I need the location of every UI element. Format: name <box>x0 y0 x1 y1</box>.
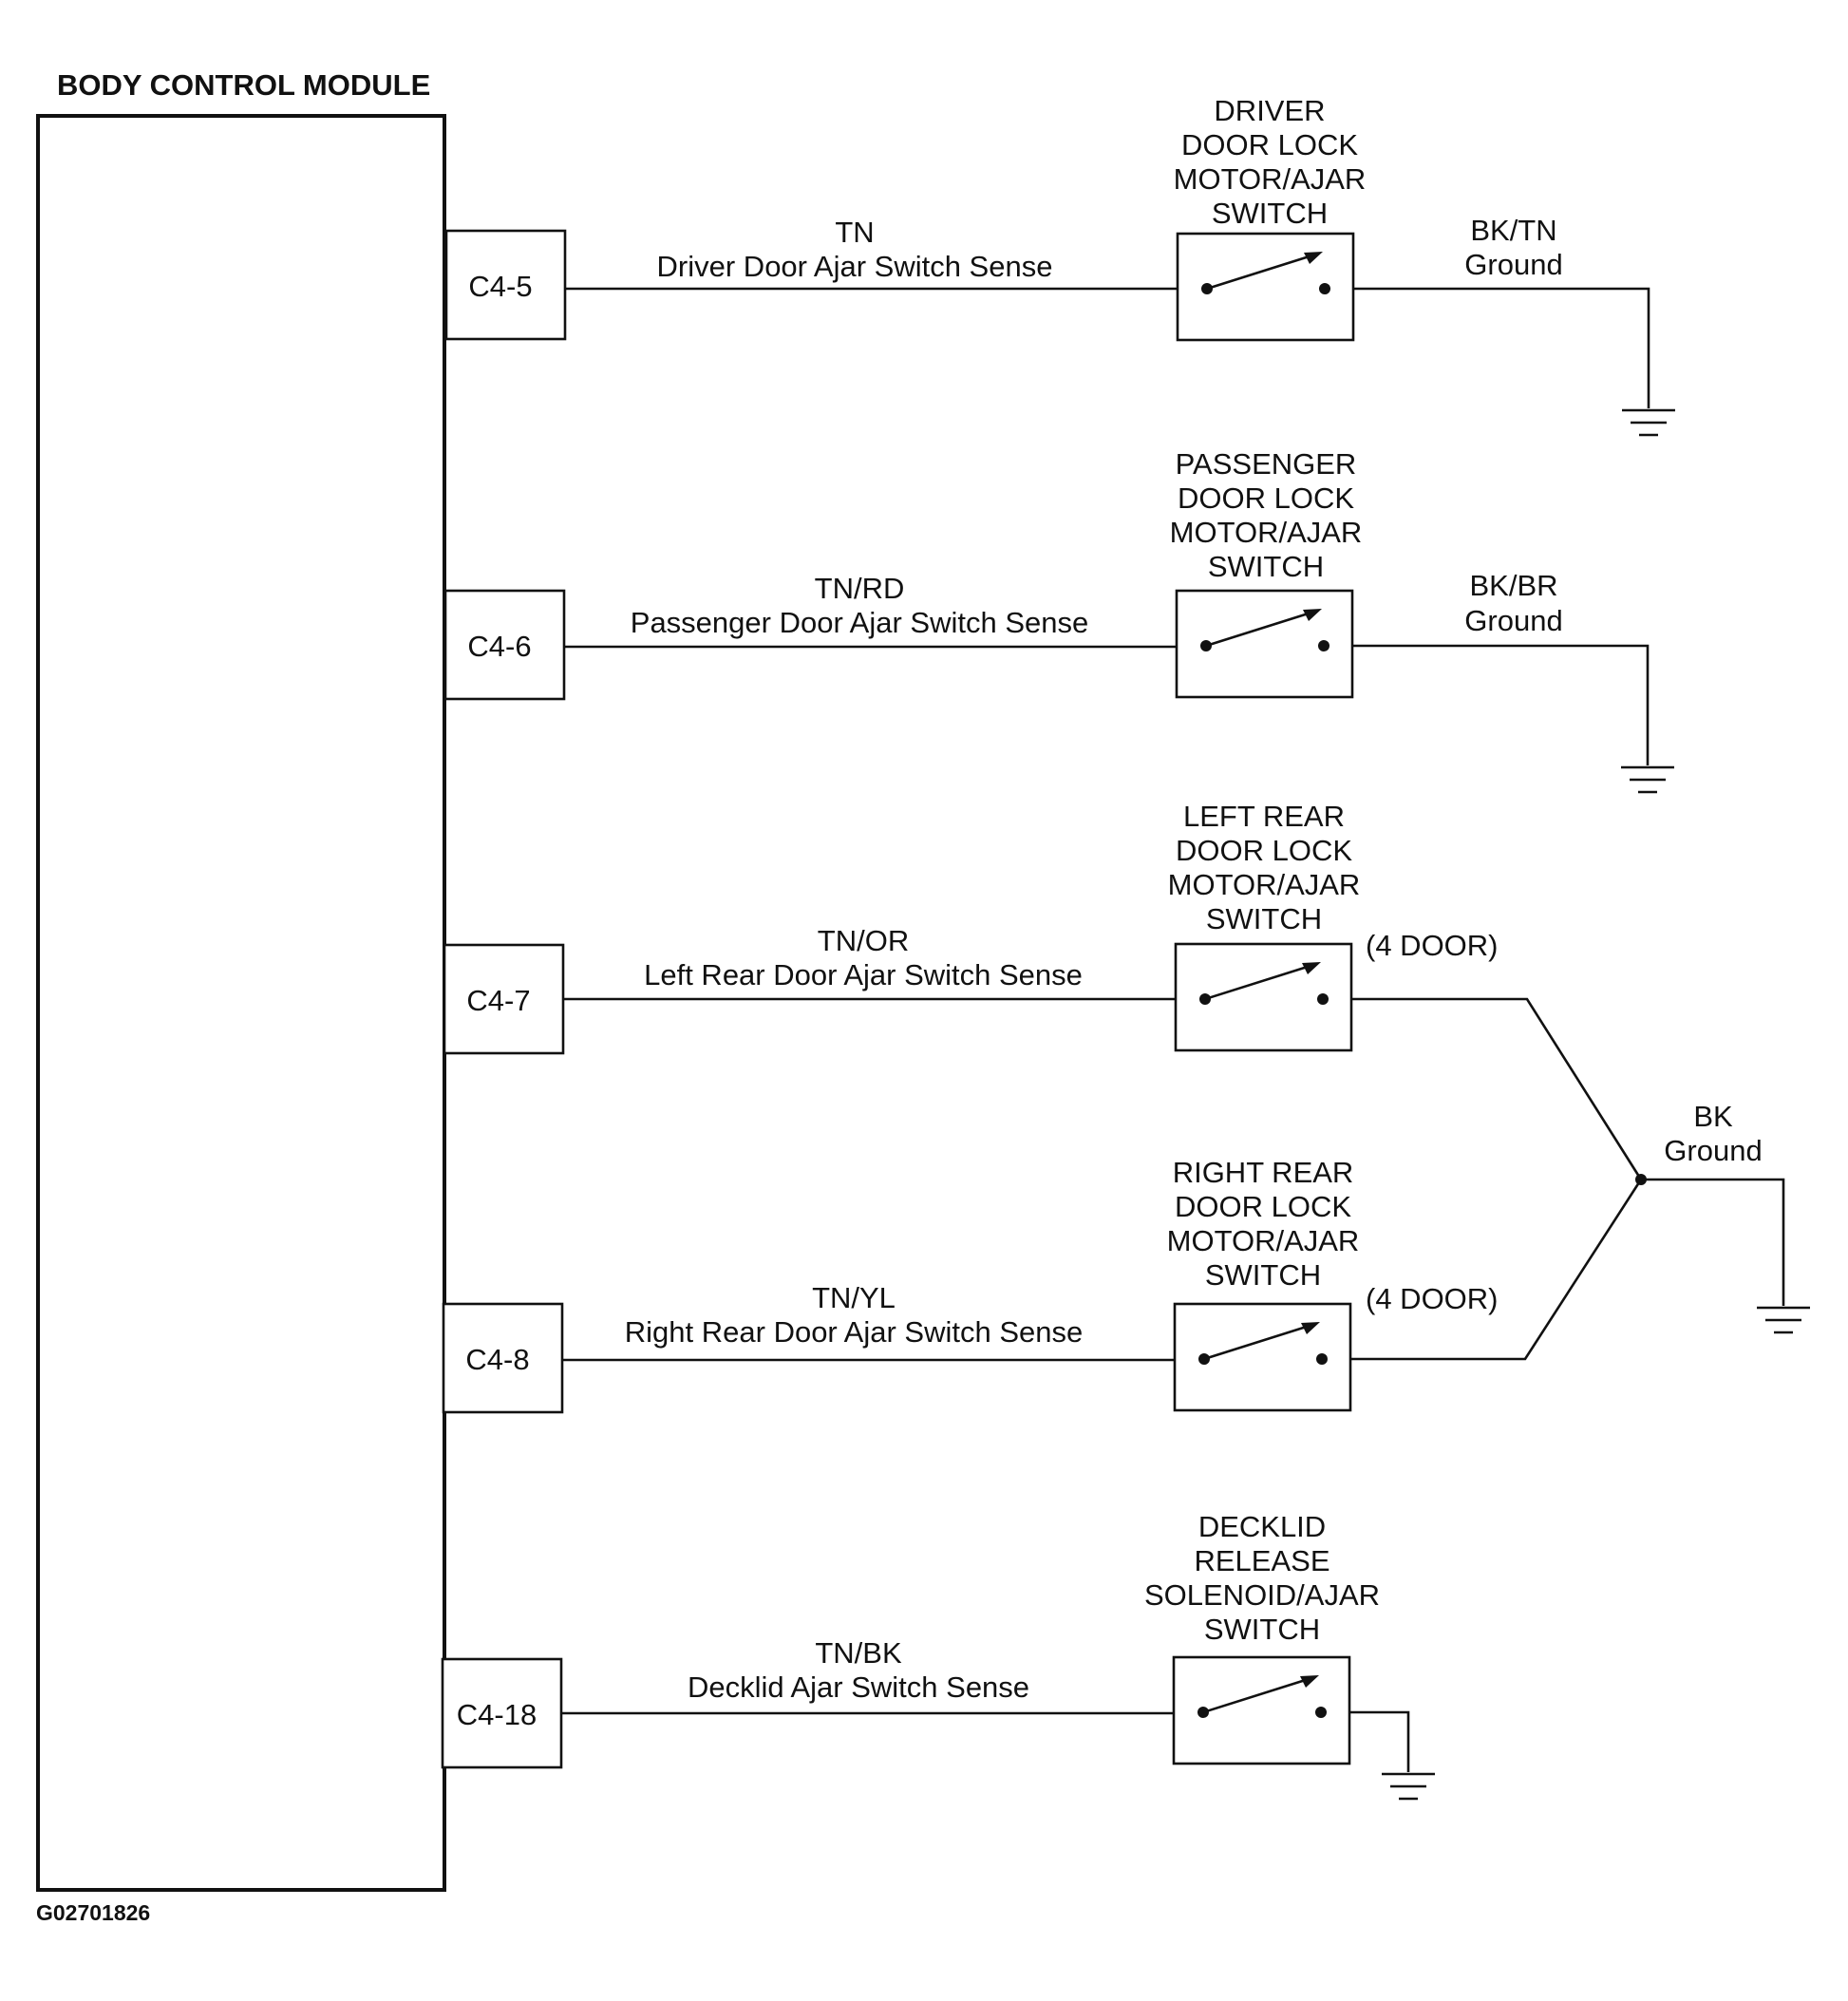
component-label-line: SWITCH <box>1208 550 1324 583</box>
ground-wire <box>1352 644 1650 765</box>
component-label-line: SWITCH <box>1205 1258 1321 1292</box>
wire-color-label: TN <box>835 216 874 249</box>
wire-color-label: TN/RD <box>815 572 905 605</box>
switch-symbol <box>1174 942 1353 1052</box>
signal-label: Right Rear Door Ajar Switch Sense <box>625 1315 1083 1349</box>
ground-wire <box>1349 1710 1410 1772</box>
component-label-line: DECKLID <box>1198 1510 1326 1543</box>
wire-color-label: TN/OR <box>818 924 909 957</box>
circuit-left-rear-door: C4-7 TN/OR Left Rear Door Ajar Switch Se… <box>443 800 1643 1180</box>
component-label-line: MOTOR/AJAR <box>1174 162 1367 196</box>
connector-label: C4-18 <box>457 1698 537 1731</box>
component-label-line: PASSENGER <box>1176 447 1357 481</box>
connector-c4-5 <box>444 229 567 341</box>
connector-label: C4-5 <box>468 270 532 303</box>
ground-symbol <box>1621 765 1674 794</box>
connector-label: C4-7 <box>466 984 530 1017</box>
switch-symbol <box>1176 232 1355 342</box>
switch-symbol <box>1175 589 1354 699</box>
shared-ground: BK Ground <box>1635 1100 1810 1334</box>
component-label-line: RELEASE <box>1194 1544 1329 1577</box>
ground-label: Ground <box>1464 248 1562 281</box>
connector-label: C4-6 <box>467 630 531 663</box>
figure-id: G02701826 <box>36 1900 150 1925</box>
component-label-line: DOOR LOCK <box>1175 1190 1351 1223</box>
ground-wire <box>1350 1179 1643 1361</box>
component-label-line: DOOR LOCK <box>1181 128 1358 161</box>
body-control-module <box>36 114 446 1892</box>
option-label: (4 DOOR) <box>1366 929 1499 962</box>
ground-color-label: BK/BR <box>1469 569 1557 602</box>
component-label-line: LEFT REAR <box>1183 800 1345 833</box>
component-label-line: SWITCH <box>1206 902 1322 935</box>
wire-color-label: TN/YL <box>812 1281 896 1314</box>
option-label: (4 DOOR) <box>1366 1282 1499 1315</box>
connector-label: C4-8 <box>465 1343 529 1376</box>
component-label-line: MOTOR/AJAR <box>1168 868 1361 901</box>
component-label-line: SWITCH <box>1212 197 1328 230</box>
ground-label: Ground <box>1664 1134 1762 1167</box>
signal-label: Decklid Ajar Switch Sense <box>688 1671 1029 1704</box>
connector-c4-7 <box>443 943 565 1055</box>
module-title: BODY CONTROL MODULE <box>57 68 430 102</box>
circuit-passenger-door: C4-6 TN/RD Passenger Door Ajar Switch Se… <box>443 447 1674 794</box>
signal-label: Passenger Door Ajar Switch Sense <box>631 606 1088 639</box>
ground-wire <box>1351 997 1643 1180</box>
circuit-driver-door: C4-5 TN Driver Door Ajar Switch Sense DR… <box>444 94 1675 437</box>
wire-color-label: TN/BK <box>815 1636 902 1670</box>
ground-symbol <box>1622 408 1675 437</box>
component-label-line: DOOR LOCK <box>1178 481 1354 515</box>
component-label-line: SWITCH <box>1204 1613 1320 1646</box>
switch-symbol <box>1172 1655 1351 1765</box>
connector-c4-6 <box>443 589 566 701</box>
component-label-line: DOOR LOCK <box>1176 834 1352 867</box>
ground-wire <box>1641 1178 1785 1306</box>
component-label-line: MOTOR/AJAR <box>1170 516 1363 549</box>
ground-symbol <box>1382 1772 1435 1801</box>
component-label-line: MOTOR/AJAR <box>1167 1224 1360 1257</box>
ground-label: Ground <box>1464 604 1562 637</box>
component-label-line: SOLENOID/AJAR <box>1144 1578 1380 1612</box>
component-label-line: DRIVER <box>1214 94 1325 127</box>
ground-color-label: BK <box>1693 1100 1733 1133</box>
connector-c4-8 <box>442 1302 564 1414</box>
signal-label: Driver Door Ajar Switch Sense <box>657 250 1053 283</box>
circuit-decklid: C4-18 TN/BK Decklid Ajar Switch Sense DE… <box>441 1510 1435 1801</box>
ground-symbol <box>1757 1306 1810 1334</box>
signal-label: Left Rear Door Ajar Switch Sense <box>644 958 1083 991</box>
circuit-right-rear-door: C4-8 TN/YL Right Rear Door Ajar Switch S… <box>442 1156 1643 1414</box>
switch-symbol <box>1173 1302 1352 1412</box>
component-label-line: RIGHT REAR <box>1173 1156 1354 1189</box>
ground-color-label: BK/TN <box>1470 214 1556 247</box>
ground-wire <box>1353 287 1650 408</box>
